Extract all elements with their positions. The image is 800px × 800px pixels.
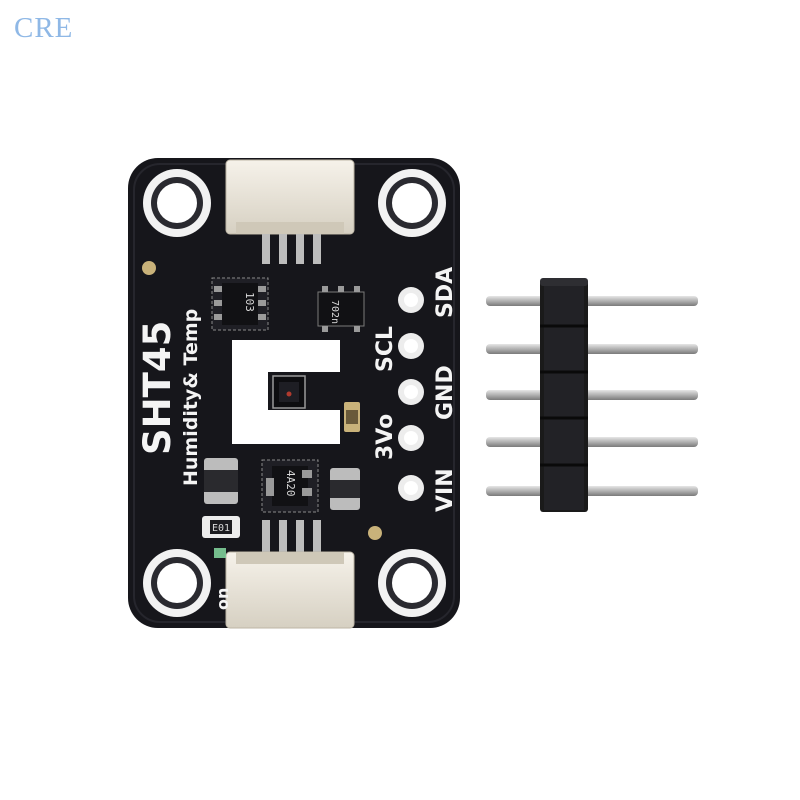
- fiducial-pad: [142, 261, 156, 275]
- regulator-marking: 4A20: [284, 470, 297, 497]
- fiducial-pad: [368, 526, 382, 540]
- level-shifter-ic: 702n: [317, 286, 365, 332]
- stemma-qt-connector-top: [225, 159, 355, 264]
- level-shifter-marking: 702n: [329, 300, 340, 324]
- sht45-sensor-chip: [272, 375, 306, 409]
- capacitor-right: [330, 468, 360, 510]
- voltage-regulator-chip: 4A20: [261, 459, 319, 513]
- mounting-hole-top-right: [378, 169, 446, 237]
- mounting-hole-top-left: [143, 169, 211, 237]
- power-led: [214, 548, 226, 558]
- watermark-text: CRE: [14, 12, 74, 44]
- pin-header-strip: [486, 278, 698, 512]
- pin-label-3vo: 3Vo: [373, 414, 398, 460]
- capacitor-left: [204, 458, 238, 504]
- solder-jumper: E01: [202, 516, 240, 538]
- resistor-array-chip: 103: [211, 277, 269, 331]
- mounting-hole-bottom-left: [143, 549, 211, 617]
- pin-label-sda: SDA: [433, 267, 458, 318]
- mounting-hole-bottom-right: [378, 549, 446, 617]
- sht45-breakout-board: 103 702n: [128, 158, 460, 629]
- board-title: SHT45: [136, 321, 179, 455]
- pin-label-vin: VIN: [433, 468, 458, 512]
- pin-pads: [398, 287, 424, 501]
- header-pins: [486, 296, 698, 496]
- board-subtitle: Humidity& Temp: [180, 309, 202, 486]
- resistor-array-marking: 103: [243, 292, 256, 312]
- pin-label-scl: SCL: [373, 326, 398, 372]
- switch-label: on: [213, 588, 232, 610]
- pin-label-gnd: GND: [433, 365, 458, 420]
- jumper-marking: E01: [212, 523, 230, 534]
- stemma-qt-connector-bottom: [225, 520, 355, 629]
